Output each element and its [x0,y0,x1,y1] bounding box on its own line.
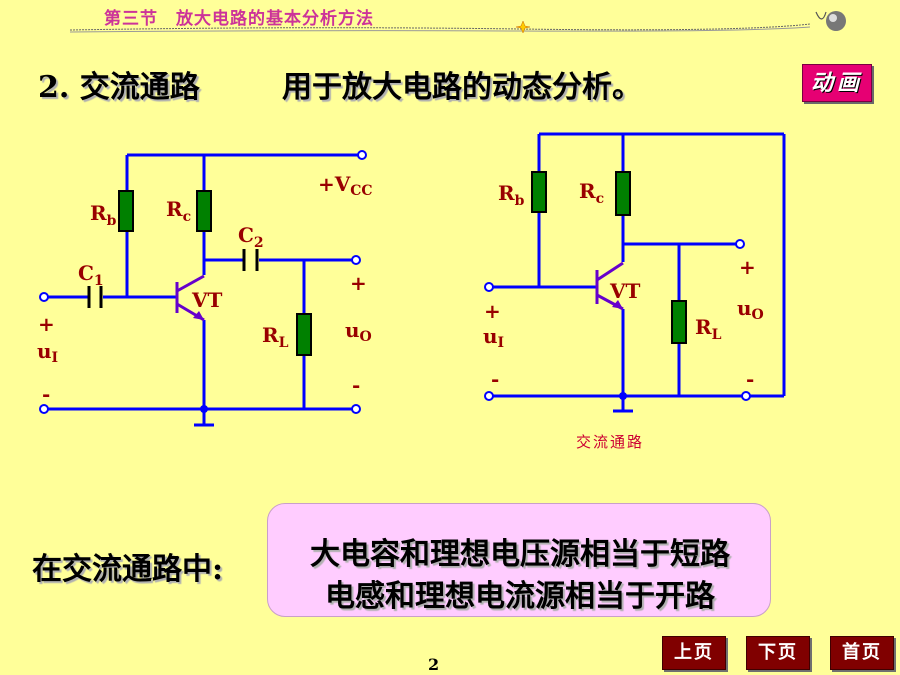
left-vcc-label: +VCC [318,172,373,199]
slide-header-title: 第三节 放大电路的基本分析方法 [104,9,374,29]
left-rc-label: Rc [166,197,191,225]
left-rl-label: RL [262,323,289,351]
left-c2-label: C2 [238,223,264,251]
left-rb-resistor [118,190,134,232]
left-rb-label: Rb [90,201,117,229]
right-ui-label: uI [483,324,504,351]
right-ground-node [619,392,627,400]
right-rc-resistor [615,171,631,216]
right-circuit [484,132,786,413]
left-ui-label: uI [37,339,58,366]
right-circuit-terminals [484,239,751,401]
right-circuit-caption: 交流通路 [576,433,644,451]
section-number-title: 2. 交流通路 [38,70,200,105]
left-c2-capacitor [242,249,259,271]
right-vt-label: VT [609,279,641,303]
next-page-button[interactable]: 下页 [746,636,810,670]
right-rb-label: Rb [498,181,525,209]
left-c1-label: C1 [78,261,104,289]
rules-line-1: 大电容和理想电压源相当于短路 [310,537,730,572]
header-decoration [69,11,846,34]
sphere-icon [815,11,846,31]
rules-line-2: 电感和理想电流源相当于开路 [325,579,715,614]
home-page-button[interactable]: 首页 [830,636,894,670]
left-output-minus: - [352,373,360,397]
ac-path-label: 在交流通路中: [32,552,224,587]
left-c1-capacitor [87,286,103,308]
right-emitter-arrow [612,300,623,309]
left-uo-label: uO [345,318,372,345]
animation-button[interactable]: 动画 [802,64,872,102]
left-input-plus: + [38,312,55,336]
left-output-plus: + [350,271,367,295]
right-rb-resistor [531,171,547,213]
right-rc-label: Rc [579,179,604,207]
right-output-plus: + [739,255,756,279]
section-description: 用于放大电路的动态分析。 [282,70,642,105]
right-input-plus: + [484,299,501,323]
left-circuit-terminals [39,150,367,414]
left-circuit [39,150,367,427]
rules-box: 大电容和理想电压源相当于短路 电感和理想电流源相当于开路 [267,503,771,617]
left-vt-label: VT [191,288,223,312]
left-emitter-arrow [193,311,204,320]
right-rl-resistor [671,300,687,344]
right-rl-label: RL [695,315,722,343]
right-output-minus: - [746,367,754,391]
left-ground-node [200,405,208,413]
left-rl-resistor [296,313,312,356]
right-uo-label: uO [737,296,764,323]
left-rc-resistor [196,190,212,232]
page-number: 2 [428,655,440,674]
right-input-minus: - [491,367,499,391]
right-circuit-wires [489,132,786,413]
sparkle-icon [515,20,531,34]
left-input-minus: - [42,382,50,406]
prev-page-button[interactable]: 上页 [662,636,726,670]
